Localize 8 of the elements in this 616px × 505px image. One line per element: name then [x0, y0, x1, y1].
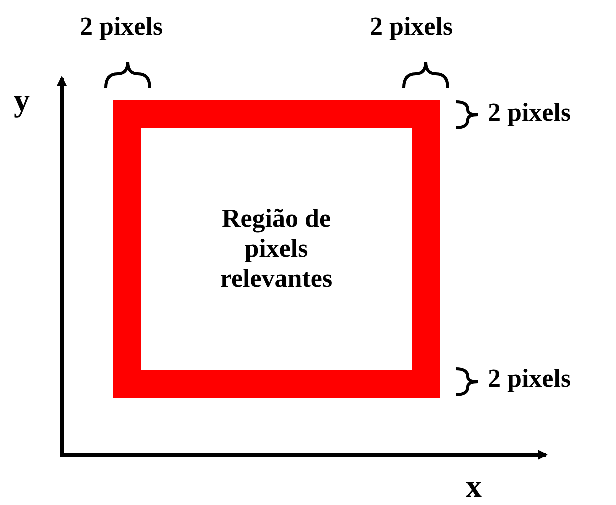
region-label: Região de pixels relevantes: [219, 204, 334, 294]
dimension-label: 2 pixels: [488, 366, 572, 392]
dimension-label: 2 pixels: [488, 100, 572, 126]
dimension-label: 2 pixels: [370, 14, 454, 40]
axis-label: y: [14, 84, 30, 116]
pixel-region-frame: [113, 100, 440, 398]
axis-label: x: [466, 470, 482, 502]
dimension-label: 2 pixels: [80, 14, 164, 40]
